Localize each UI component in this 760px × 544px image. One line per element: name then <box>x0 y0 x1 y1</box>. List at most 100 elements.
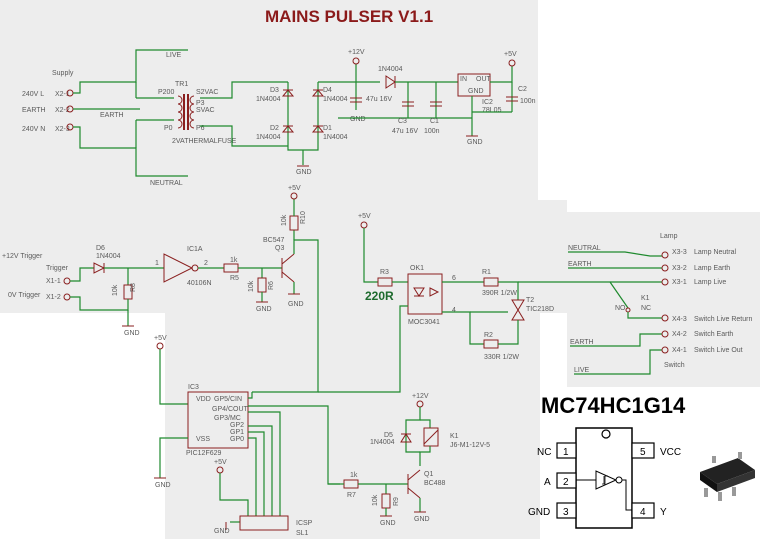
panel-trigger <box>0 200 567 313</box>
pin-2: 2 <box>563 477 569 488</box>
label-trigger-gnd: GND <box>124 330 140 337</box>
label-regulator-c3: C3 <box>398 118 407 125</box>
schmitt-inverter-symbol <box>595 470 618 490</box>
label-output-r2v: 330R 1/2W <box>484 354 519 361</box>
label-lamp-x42: X4-2 <box>672 331 687 338</box>
label-mcu-gp0: GP0 <box>230 436 244 443</box>
label-lamp-sw: Switch <box>664 362 685 369</box>
label-lamp-s2: Switch Earth <box>694 331 733 338</box>
page-title: MAINS PULSER V1.1 <box>265 7 433 26</box>
label-supply-neutral: NEUTRAL <box>150 180 183 187</box>
regulator-section: +12V 1N4004 47u 16V GND C3 47u 16V C1 10… <box>318 49 536 146</box>
label-trigger-r10: R10 <box>300 211 307 224</box>
label-output-r1v: 390R 1/2W <box>482 290 517 297</box>
label-rectifier-part: 1N4004 <box>256 134 281 141</box>
label-regulator-c_big: 47u 16V <box>366 96 392 103</box>
label-mcu-gnd: GND <box>155 482 171 489</box>
label-lamp-live: LIVE <box>574 367 590 374</box>
label-trigger-d6: D6 <box>96 245 105 252</box>
label-relay-r9: R9 <box>393 497 400 506</box>
panel-power <box>0 0 538 200</box>
label-trigger-ic1p: 40106N <box>187 280 212 287</box>
label-trigger-r8: R8 <box>130 283 137 292</box>
label-lamp-l1: Lamp Neutral <box>694 249 736 256</box>
label-mcu-gp2: GP2 <box>230 422 244 429</box>
label-supply-x1: X2-1 <box>55 91 70 98</box>
label-lamp-l3: Lamp Live <box>694 279 726 286</box>
label-transformer-part: 2VATHERMALFUSE <box>172 138 237 145</box>
label-output-n6: 6 <box>452 275 456 282</box>
label-transformer-ref: TR1 <box>175 81 188 88</box>
label-relay-k1: K1 <box>450 433 459 440</box>
label-rectifier-part: 1N4004 <box>256 96 281 103</box>
pin-vcc-label: VCC <box>660 447 681 458</box>
label-trigger-r6v: 10k <box>248 280 255 292</box>
label-mcu-gp5: GP5/CIN <box>214 396 242 403</box>
label-trigger-x11: X1-1 <box>46 278 61 285</box>
label-regulator-gnd: GND <box>467 139 483 146</box>
label-lamp-x32: X3-2 <box>672 265 687 272</box>
pin-3: 3 <box>563 507 569 518</box>
label-output-r3: R3 <box>380 269 389 276</box>
label-transformer-a: P3 <box>196 100 205 107</box>
label-output-ok1p: MOC3041 <box>408 319 440 326</box>
label-output-plus5: +5V <box>358 213 371 220</box>
label-transformer-b: P6 <box>196 125 205 132</box>
label-regulator-diode: 1N4004 <box>378 66 403 73</box>
label-rectifier-d2: D2 <box>270 125 279 132</box>
label-transformer-s1: S2VAC <box>196 89 218 96</box>
label-trigger-x12: X1-2 <box>46 294 61 301</box>
label-regulator-icpart: 78L05 <box>482 107 502 114</box>
label-trigger-plus5: +5V <box>288 185 301 192</box>
label-rectifier-d3: D3 <box>270 87 279 94</box>
label-trigger-one: 1 <box>155 260 159 267</box>
pin-5: 5 <box>640 447 646 458</box>
label-output-n4: 4 <box>452 307 456 314</box>
label-relay-plus12: +12V <box>412 393 429 400</box>
label-regulator-c3v: 47u 16V <box>392 128 418 135</box>
label-regulator-c2v: 100n <box>520 98 536 105</box>
label-regulator-c1: C1 <box>430 118 439 125</box>
label-lamp-x43: X4-3 <box>672 316 687 323</box>
label-output-r1: R1 <box>482 269 491 276</box>
label-regulator-in: IN <box>460 76 467 83</box>
label-trigger-r10v: 10k <box>281 214 288 226</box>
label-trigger-t0: 0V Trigger <box>8 292 41 299</box>
label-regulator-c1v: 100n <box>424 128 440 135</box>
label-trigger-q3: Q3 <box>275 245 284 252</box>
label-regulator-out: OUT <box>476 76 492 83</box>
label-relay-d5: D5 <box>384 432 393 439</box>
chip-name: MC74HC1G14 <box>541 393 686 418</box>
label-regulator-gnd: GND <box>468 88 484 95</box>
label-lamp-x31: X3-1 <box>672 279 687 286</box>
label-supply-x3: X2-3 <box>55 126 70 133</box>
label-output-ok1: OK1 <box>410 265 424 272</box>
pin-4: 4 <box>640 507 646 518</box>
label-output-t2p: TIC218D <box>526 306 554 313</box>
trigger-section: +12V Trigger Trigger X1-1 0V Trigger X1-… <box>2 185 319 393</box>
label-rectifier-part: 1N4004 <box>323 134 348 141</box>
label-mcu-icsp: ICSP <box>296 520 313 527</box>
label-supply-t3: 240V N <box>22 126 45 133</box>
pin-a-label: A <box>544 477 551 488</box>
label-lamp-earth: EARTH <box>568 261 592 268</box>
label-regulator-c2: C2 <box>518 86 527 93</box>
label-mcu-vdd: VDD <box>196 396 211 403</box>
label-mcu-vss: VSS <box>196 436 210 443</box>
label-lamp-s3: Switch Live Out <box>694 347 743 354</box>
label-lamp-lamp: Lamp <box>660 233 678 240</box>
label-trigger-trig: Trigger <box>46 265 69 272</box>
label-supply-t1: 240V L <box>22 91 44 98</box>
label-mcu-part: PIC12F629 <box>186 450 222 457</box>
label-trigger-q3p: BC547 <box>263 237 285 244</box>
label-regulator-plus12: +12V <box>348 49 365 56</box>
label-rectifier-part: 1N4004 <box>323 96 348 103</box>
label-mcu-gp4: GP4/COUT <box>212 406 249 413</box>
label-rectifier-d4: D4 <box>323 87 332 94</box>
label-transformer-p2: P0 <box>164 125 173 132</box>
label-trigger-d6p: 1N4004 <box>96 253 121 260</box>
label-supply-label: Supply <box>52 70 74 77</box>
label-relay-r7: R7 <box>347 492 356 499</box>
transformer-tr1: TR1 P200 P0 S2VAC SVAC 2VATHERMALFUSE P3… <box>136 81 288 147</box>
